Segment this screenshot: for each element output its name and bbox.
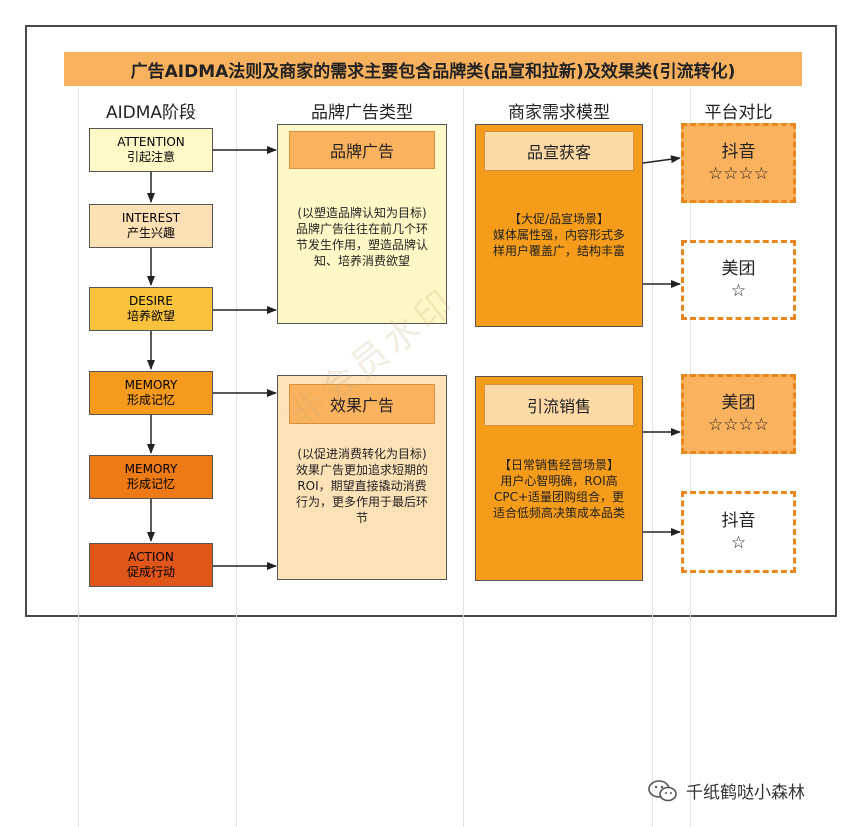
platform-card: 美团 ☆☆☆☆ (681, 374, 796, 454)
stage-en-label: ACTION (128, 550, 174, 564)
demand-model-title: 引流销售 (484, 384, 634, 426)
demand-model-title: 品宣获客 (484, 131, 634, 171)
ad-type-title: 效果广告 (289, 384, 435, 424)
demand-model-brand-acquisition: 品宣获客 【大促/品宣场景】 媒体属性强，内容形式多 样用户覆盖广，结构丰富 (475, 124, 643, 327)
platform-name: 抖音 (721, 511, 756, 531)
platform-rating-stars: ☆☆☆☆ (708, 164, 769, 184)
stage-desire: DESIRE 培养欲望 (89, 287, 213, 331)
column-guide-line (78, 88, 79, 827)
column-header-aidma: AIDMA阶段 (105, 103, 197, 123)
ad-type-brand: 品牌广告 (以塑造品牌认知为目标) 品牌广告往往在前几个环 节发生作用，塑造品牌… (277, 124, 447, 324)
demand-model-description: 【日常销售经营场景】 用户心智明确，ROI高 CPC+适量团购组合，更 适合低频… (492, 458, 625, 520)
ad-type-title: 品牌广告 (289, 131, 435, 169)
stage-interest: INTEREST 产生兴趣 (89, 204, 213, 248)
stage-zh-label: 形成记忆 (126, 477, 175, 491)
footer-account: 千纸鹤哒小森林 (648, 778, 805, 803)
column-guide-line (652, 88, 653, 827)
stage-en-label: MEMORY (124, 462, 178, 476)
platform-rating-stars: ☆ (730, 281, 747, 301)
stage-zh-label: 形成记忆 (126, 393, 175, 407)
platform-card: 抖音 ☆ (681, 491, 796, 573)
wechat-icon (648, 779, 677, 801)
stage-memory: MEMORY 形成记忆 (89, 371, 213, 415)
column-guide-line (463, 88, 464, 827)
ad-type-description: (以塑造品牌认知为目标) 品牌广告往往在前几个环 节发生作用，塑造品牌认 知、培… (295, 206, 428, 268)
platform-rating-stars: ☆☆☆☆ (708, 415, 769, 435)
column-header-demand-model: 商家需求模型 (508, 103, 610, 123)
demand-model-description: 【大促/品宣场景】 媒体属性强，内容形式多 样用户覆盖广，结构丰富 (492, 212, 625, 258)
stage-zh-label: 培养欲望 (126, 309, 175, 323)
stage-en-label: MEMORY (124, 378, 178, 392)
stage-zh-label: 产生兴趣 (126, 226, 175, 240)
platform-rating-stars: ☆ (730, 533, 747, 553)
ad-type-description: (以促进消费转化为目标) 效果广告更加追求短期的 ROI，期望直接撬动消费 行为… (295, 447, 428, 525)
diagram-title: 广告AIDMA法则及商家的需求主要包含品牌类(品宣和拉新)及效果类(引流转化) (64, 52, 802, 86)
platform-name: 美团 (721, 259, 756, 279)
stage-memory-2: MEMORY 形成记忆 (89, 455, 213, 499)
stage-action: ACTION 促成行动 (89, 543, 213, 587)
stage-en-label: ATTENTION (117, 135, 185, 149)
stage-zh-label: 引起注意 (126, 150, 175, 164)
demand-model-traffic-sales: 引流销售 【日常销售经营场景】 用户心智明确，ROI高 CPC+适量团购组合，更… (475, 376, 643, 581)
platform-card: 美团 ☆ (681, 240, 796, 320)
column-header-platform: 平台对比 (704, 103, 773, 123)
demand-to-platform-arrow (642, 155, 681, 164)
column-guide-line (236, 88, 237, 827)
platform-name: 美团 (721, 393, 756, 413)
stage-attention: ATTENTION 引起注意 (89, 128, 213, 172)
platform-name: 抖音 (721, 142, 756, 162)
stage-zh-label: 促成行动 (126, 565, 175, 579)
stage-en-label: DESIRE (129, 294, 173, 308)
column-header-ad-type: 品牌广告类型 (311, 103, 413, 123)
column-guide-line (690, 88, 691, 827)
ad-type-performance: 效果广告 (以促进消费转化为目标) 效果广告更加追求短期的 ROI，期望直接撬动… (277, 375, 447, 580)
platform-card: 抖音 ☆☆☆☆ (681, 123, 796, 203)
stage-en-label: INTEREST (121, 211, 181, 225)
footer-account-name: 千纸鹤哒小森林 (686, 783, 805, 803)
